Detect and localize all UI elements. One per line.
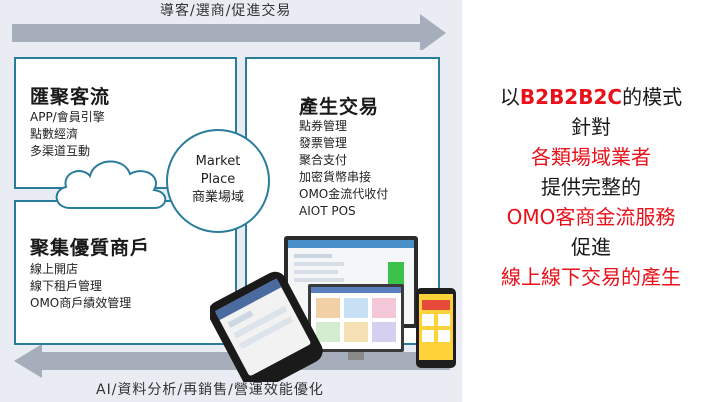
right-line-2: 針對 [571, 115, 611, 139]
transaction-item: 發票管理 [299, 136, 348, 150]
top-arrow-label: 導客/選商/促進交易 [160, 3, 292, 19]
circle-line-1: Market [195, 154, 241, 169]
right-line-6: 促進 [571, 235, 611, 259]
cloud-icon [55, 160, 167, 209]
transaction-item: OMO金流代收付 [299, 187, 389, 201]
right-line-3: 各類場域業者 [531, 145, 651, 169]
right-line-4: 提供完整的 [541, 175, 641, 199]
marketplace-circle: Market Place 商業場域 [166, 129, 270, 233]
traffic-item: 點數經濟 [30, 127, 79, 141]
right-line-1-suffix: 的模式 [622, 85, 683, 109]
top-arrow [12, 14, 446, 50]
merchant-item: OMO商戶績效管理 [30, 296, 132, 310]
merchant-item: 線下租戶管理 [30, 279, 103, 293]
box-merchants-title: 聚集優質商戶 [30, 237, 151, 259]
transaction-item: 點券管理 [299, 119, 348, 133]
diagram-panel: 導客/選商/促進交易 AI/資料分析/再銷售/營運效能優化 匯聚客流 APP/會… [0, 0, 462, 402]
right-line-5: OMO客商金流服務 [506, 205, 676, 229]
right-line-1-highlight: B2B2B2C [519, 85, 623, 109]
merchant-item: 線上開店 [30, 262, 79, 276]
box-transaction-title: 產生交易 [299, 96, 380, 118]
right-line-1-prefix: 以 [499, 85, 520, 109]
devices-illustration [210, 236, 456, 382]
transaction-item: 加密貨幣串接 [299, 170, 372, 184]
traffic-item: APP/會員引擎 [30, 110, 105, 124]
box-traffic-title: 匯聚客流 [30, 86, 111, 108]
traffic-item: 多渠道互動 [30, 144, 91, 158]
transaction-item: 聚合支付 [299, 153, 348, 167]
bottom-arrow [14, 345, 450, 378]
circle-line-2: Place [200, 172, 236, 187]
circle-line-3: 商業場域 [191, 190, 244, 205]
right-line-1: 以B2B2B2C的模式 [462, 82, 720, 113]
transaction-item: AIOT POS [299, 204, 356, 218]
bottom-arrow-label: AI/資料分析/再銷售/營運效能優化 [96, 382, 324, 398]
right-line-7: 線上線下交易的產生 [501, 265, 681, 289]
